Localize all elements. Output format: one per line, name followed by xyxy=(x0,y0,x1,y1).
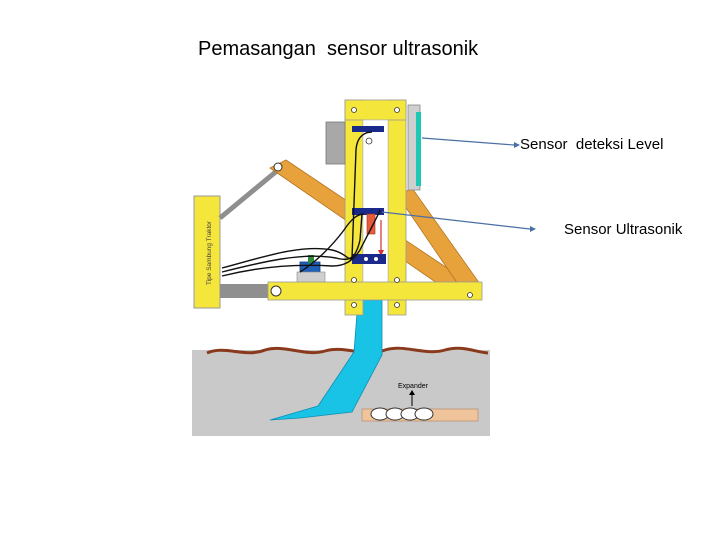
soil-surface-line xyxy=(206,346,489,355)
beam-pivot xyxy=(270,285,282,297)
sensor-cables xyxy=(221,131,381,277)
ultrasonic-sensor-bracket xyxy=(352,208,384,215)
sensor-cable xyxy=(221,131,373,269)
top-clamp-bolt xyxy=(365,137,373,145)
lower-clamp-bolt xyxy=(364,257,368,261)
horizontal-beam xyxy=(267,281,483,301)
lower-link-bar xyxy=(220,284,275,298)
page-title: Pemasangan sensor ultrasonik xyxy=(198,38,479,60)
callout-line-ultrasonic xyxy=(381,211,531,230)
tractor-hitch-plate xyxy=(193,195,221,309)
arm-pivot xyxy=(273,162,283,172)
upper-link-bar xyxy=(218,168,280,220)
beam-bolt xyxy=(467,292,473,298)
callout-line-level xyxy=(421,137,515,146)
control-box-cap xyxy=(308,255,314,263)
expander-ball xyxy=(414,407,434,421)
expander-balls xyxy=(370,407,434,421)
lower-clamp-bolt xyxy=(374,257,378,261)
ultrasonic-sensor-label: Sensor Ultrasonik xyxy=(564,221,683,238)
expander-label: Expander xyxy=(398,383,429,390)
control-box-base xyxy=(296,271,326,283)
column-bolt xyxy=(394,302,400,308)
column-bolt xyxy=(394,277,400,283)
tractor-hitch-label: Tipe Sambung Traktor xyxy=(206,220,213,285)
callout-arrow-ultrasonic xyxy=(530,226,536,232)
callout-arrow-level xyxy=(514,142,520,148)
column-bolts xyxy=(351,107,400,308)
top-clamp xyxy=(352,126,384,132)
subsoiler-tine xyxy=(269,299,383,421)
column-bolt xyxy=(351,277,357,283)
sensor-cable xyxy=(221,213,363,273)
sensor-cable xyxy=(299,213,365,273)
column-bolt xyxy=(351,107,357,113)
column-bolt xyxy=(394,107,400,113)
lower-clamp xyxy=(352,254,386,264)
sensor-cable xyxy=(221,209,381,277)
level-sensor-strip xyxy=(416,112,421,186)
sensor-beam-head xyxy=(378,250,384,256)
level-sensor-label: Sensor deteksi Level xyxy=(520,136,664,153)
mount-box xyxy=(325,121,346,165)
column-bolt xyxy=(351,302,357,308)
expander-arrow-head xyxy=(409,390,415,395)
ultrasonic-sensor xyxy=(366,213,376,235)
